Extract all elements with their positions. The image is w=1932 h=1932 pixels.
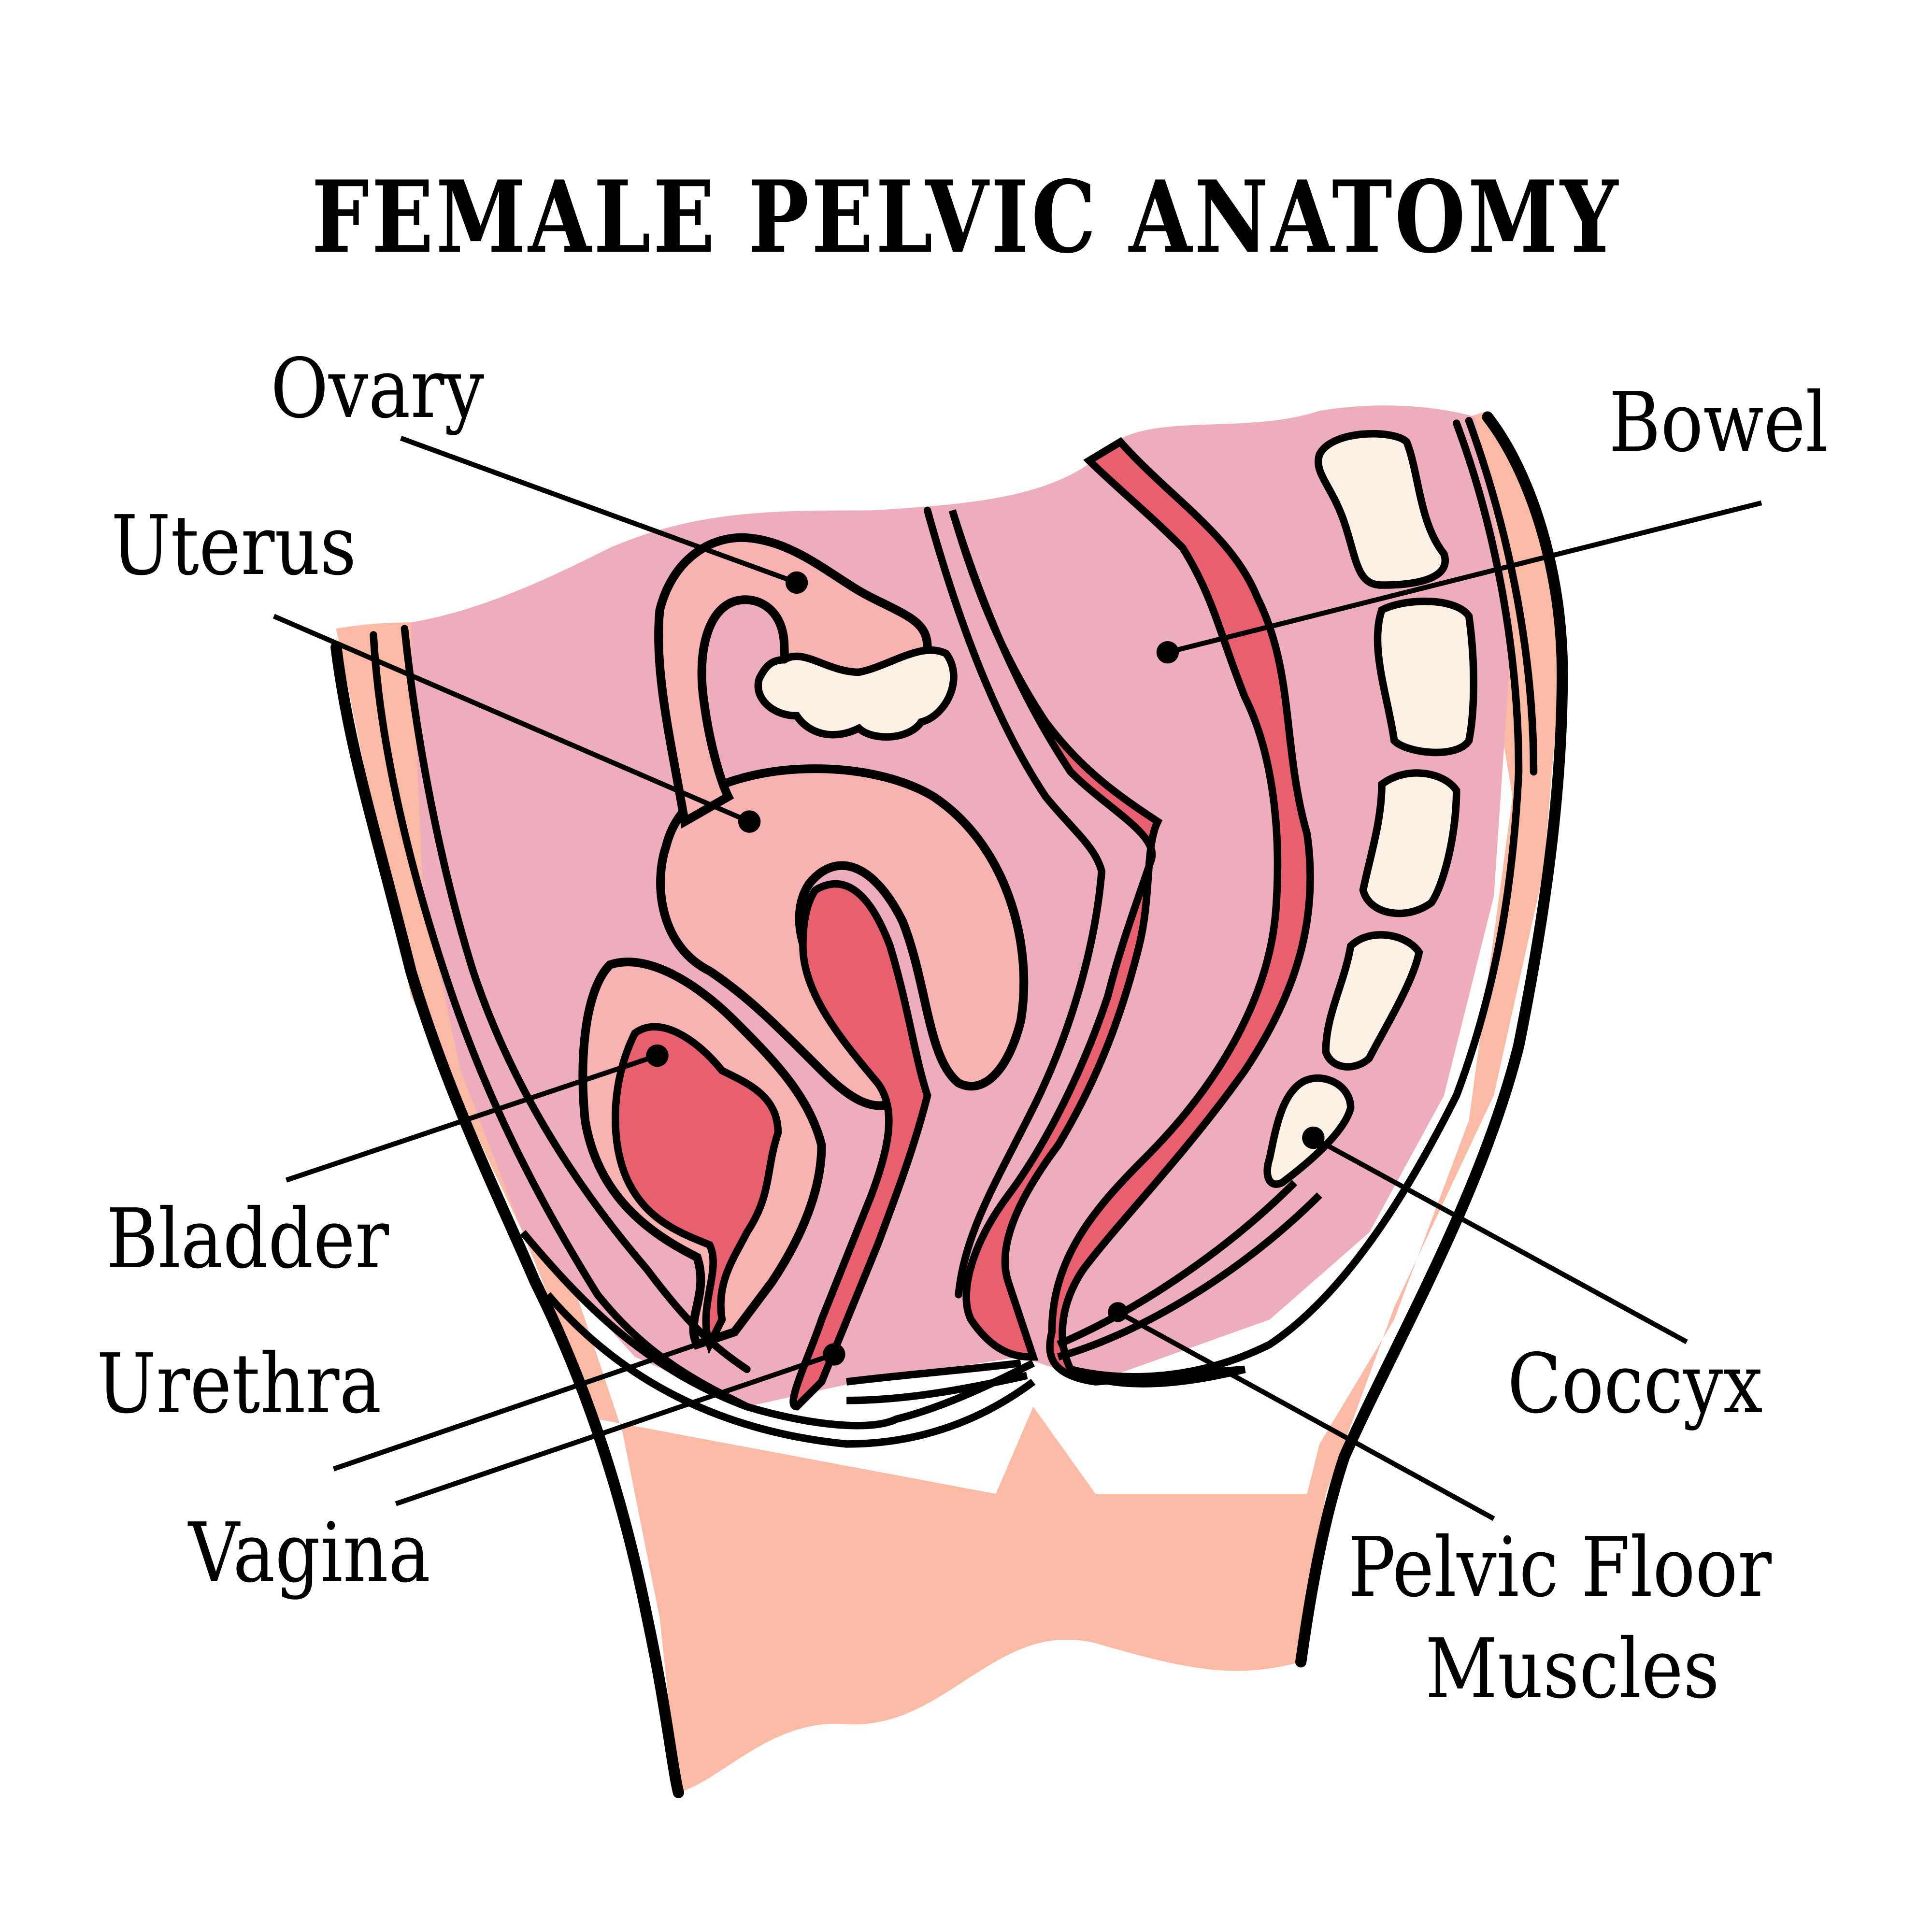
pelvic-floor-muscles[interactable] bbox=[520, 1180, 1322, 1448]
dot-uterus bbox=[738, 810, 761, 833]
pelvic-floor-layer-3 bbox=[1057, 1192, 1322, 1361]
uterus-organ[interactable] bbox=[656, 764, 1029, 1110]
back-wall-inner-2 bbox=[1465, 417, 1538, 776]
bowel-wall-outer bbox=[923, 506, 1106, 1299]
dot-bowel bbox=[1156, 641, 1179, 664]
vagina-floor-2 bbox=[846, 1372, 1028, 1404]
bladder-lumen bbox=[611, 1023, 782, 1354]
pelvic-floor-layer-2 bbox=[544, 1292, 1036, 1448]
leader-uterus bbox=[272, 614, 751, 824]
bowel-organ[interactable] bbox=[1046, 437, 1314, 1388]
leader-vagina bbox=[395, 1352, 835, 1506]
ovary-organ[interactable] bbox=[754, 646, 958, 741]
leader-bowel bbox=[1167, 500, 1762, 655]
dot-coccyx bbox=[1302, 1126, 1325, 1149]
body-skin-silhouette bbox=[336, 411, 1562, 1793]
leader-dots bbox=[646, 571, 1325, 1366]
leader-coccyx bbox=[1312, 1135, 1688, 1345]
leader-lines bbox=[272, 436, 1762, 1521]
vertebra-4 bbox=[1322, 931, 1423, 1071]
dot-ovary bbox=[785, 571, 808, 594]
label-vagina: Vagina bbox=[188, 1505, 431, 1601]
label-ovary: Ovary bbox=[271, 341, 485, 437]
uterine-cavity bbox=[789, 880, 931, 1411]
vertebra-2 bbox=[1374, 597, 1477, 757]
label-pelvic-floor-line2: Muscles bbox=[1425, 1621, 1720, 1717]
label-uterus: Uterus bbox=[111, 498, 357, 594]
dot-bladder bbox=[646, 1044, 669, 1067]
leader-ovary bbox=[400, 436, 798, 585]
label-urethra: Urethra bbox=[97, 1336, 382, 1432]
dot-pelvic-floor bbox=[1108, 1302, 1128, 1322]
label-pelvic-floor-line1: Pelvic Floor bbox=[1348, 1520, 1772, 1616]
pelvic-floor-layer-1 bbox=[520, 1230, 1035, 1430]
front-abdominal-wall bbox=[330, 642, 684, 1799]
leader-pelvic-floor bbox=[1116, 1310, 1495, 1521]
body-outline bbox=[330, 411, 1568, 1799]
leader-bladder bbox=[285, 1053, 658, 1183]
vertebra-1 bbox=[1315, 430, 1449, 589]
vagina-floor bbox=[846, 1359, 1021, 1386]
diagram-title: FEMALE PELVIC ANATOMY bbox=[311, 159, 1621, 275]
front-inner-wall-1 bbox=[370, 631, 751, 1411]
dot-vagina bbox=[823, 1343, 845, 1366]
label-bowel: Bowel bbox=[1609, 375, 1828, 471]
pelvic-floor-layer-4 bbox=[1057, 1180, 1298, 1348]
label-bladder: Bladder bbox=[106, 1191, 389, 1287]
label-coccyx: Coccyx bbox=[1507, 1336, 1763, 1432]
front-inner-wall-2 bbox=[401, 625, 751, 1374]
spine-vertebrae bbox=[1315, 430, 1477, 1071]
vertebra-3 bbox=[1359, 769, 1460, 917]
leader-urethra bbox=[332, 1342, 698, 1472]
back-wall-outer bbox=[1295, 411, 1568, 1668]
back-wall-inner bbox=[1067, 419, 1523, 1381]
bowel-left-wall bbox=[948, 509, 1163, 1361]
